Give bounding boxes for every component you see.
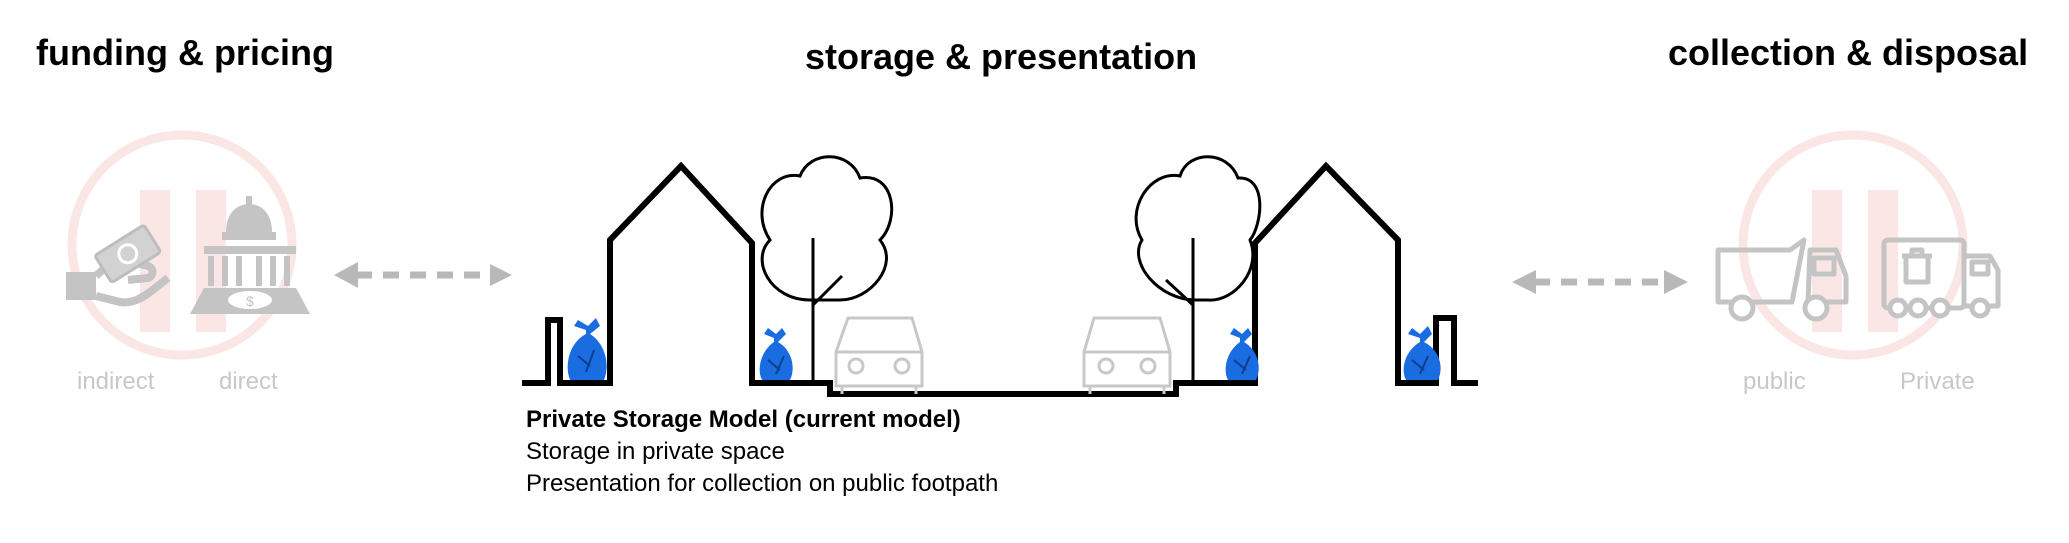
tree-icon [1134,155,1262,383]
funding-options-group: $ [66,130,310,360]
label-direct: direct [219,368,278,395]
car-icon [834,316,924,394]
caption-line-2: Presentation for collection on public fo… [526,470,999,497]
heading-collection-disposal: collection & disposal [1668,32,2029,73]
svg-text:$: $ [246,293,254,309]
label-indirect: indirect [77,368,155,395]
storage-collection-arrow [1512,270,1688,294]
garbage-truck-icon [1881,237,2001,319]
label-public: public [1743,368,1806,395]
trash-bag-icon [567,318,607,380]
caption-line-1: Storage in private space [526,438,785,465]
hand-money-icon [66,224,171,307]
left-property-outline [522,161,1478,397]
street-section [522,161,1478,397]
trash-bag-icon [1225,328,1259,380]
prohibition-circle-left [67,130,297,360]
trash-bag-icon [1403,326,1441,380]
dump-truck-icon [1715,237,1849,322]
model-caption: Private Storage Model (current model) St… [526,404,998,500]
heading-funding-pricing: funding & pricing [36,32,334,73]
collection-options-group [1715,130,2001,360]
caption-title: Private Storage Model (current model) [526,406,961,433]
government-building-icon: $ [190,196,310,314]
car-icon [1082,316,1172,394]
prohibition-circle-right [1738,130,1968,360]
label-private: Private [1900,368,1975,395]
heading-storage-presentation: storage & presentation [805,36,1198,77]
tree-icon [760,155,894,383]
funding-storage-arrow [334,262,512,288]
trash-bag-icon [759,328,793,380]
